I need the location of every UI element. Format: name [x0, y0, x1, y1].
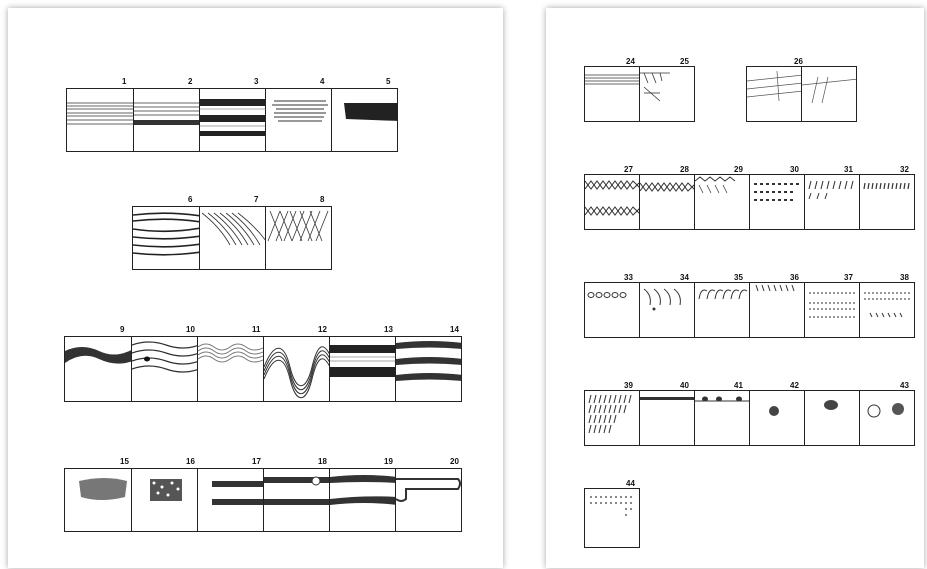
panel-label: 7: [254, 195, 259, 204]
panel-label: 6: [188, 195, 193, 204]
panel-43a: [804, 390, 860, 446]
panel-24: [584, 66, 640, 122]
panel-36: [749, 282, 805, 338]
panel-label: 25: [680, 57, 689, 66]
panel-20: [395, 468, 462, 532]
panel-42: [749, 390, 805, 446]
panel-26a: [746, 66, 802, 122]
panel-16: [131, 468, 198, 532]
figure-row-8: 39 40 41 42 43: [584, 381, 915, 452]
panel-9: [64, 336, 132, 402]
panel-43b: [859, 390, 915, 446]
panel-10: [131, 336, 198, 402]
panel-label: 12: [318, 325, 327, 334]
figure-row-4: 15 16 17 18 19 20: [64, 458, 469, 538]
panel-4: [265, 88, 332, 152]
panel-label: 19: [384, 457, 393, 466]
panel-3: [199, 88, 266, 152]
panel-34: [639, 282, 695, 338]
panel-label: 16: [186, 457, 195, 466]
panel-label: 37: [844, 273, 853, 282]
panel-label: 40: [680, 381, 689, 390]
panel-26b: [801, 66, 857, 122]
panel-label: 43: [900, 381, 909, 390]
panel-32: [859, 174, 915, 230]
panel-30: [749, 174, 805, 230]
figure-row-9: 44: [584, 480, 664, 555]
panel-label: 3: [254, 77, 259, 86]
panel-label: 42: [790, 381, 799, 390]
panel-label: 15: [120, 457, 129, 466]
panel-label: 4: [320, 77, 325, 86]
panel-15: [64, 468, 132, 532]
panel-33: [584, 282, 640, 338]
panel-label: 38: [900, 273, 909, 282]
panel-label: 17: [252, 457, 261, 466]
panel-label: 30: [790, 165, 799, 174]
panel-label: 44: [626, 479, 635, 488]
figure-row-1: 1 2 3 4 5: [66, 78, 406, 158]
panel-44: [584, 488, 640, 548]
panel-label: 18: [318, 457, 327, 466]
panel-label: 24: [626, 57, 635, 66]
panel-label: 1: [122, 77, 127, 86]
panel-label: 41: [734, 381, 743, 390]
panel-14: [395, 336, 462, 402]
figure-row-7: 33 34 35 36 37 38: [584, 273, 915, 344]
panel-6: [132, 206, 200, 270]
panel-40: [639, 390, 695, 446]
panel-13: [329, 336, 396, 402]
panel-7: [199, 206, 266, 270]
panel-label: 36: [790, 273, 799, 282]
panel-31: [804, 174, 860, 230]
panel-label: 10: [186, 325, 195, 334]
panel-label: 14: [450, 325, 459, 334]
panel-1: [66, 88, 134, 152]
panel-label: 28: [680, 165, 689, 174]
panel-label: 9: [120, 325, 125, 334]
panel-37: [804, 282, 860, 338]
figure-row-5: 24 25 26: [584, 58, 914, 128]
panel-29: [694, 174, 750, 230]
panel-19: [329, 468, 396, 532]
panel-41: [694, 390, 750, 446]
panel-label: 2: [188, 77, 193, 86]
panel-label: 11: [252, 325, 261, 334]
panel-8: [265, 206, 332, 270]
panel-12: [263, 336, 330, 402]
right-page: 24 25 26 27 28 29 30 31 32: [546, 8, 924, 568]
panel-2: [133, 88, 200, 152]
panel-label: 20: [450, 457, 459, 466]
panel-17: [197, 468, 264, 532]
left-page: 1 2 3 4 5 6 7 8: [8, 8, 503, 568]
panel-38: [859, 282, 915, 338]
panel-label: 29: [734, 165, 743, 174]
panel-label: 31: [844, 165, 853, 174]
panel-label: 27: [624, 165, 633, 174]
panel-18: [263, 468, 330, 532]
panel-label: 8: [320, 195, 325, 204]
panel-label: 32: [900, 165, 909, 174]
panel-label: 34: [680, 273, 689, 282]
panel-5: [331, 88, 398, 152]
panel-25: [639, 66, 695, 122]
panel-label: 35: [734, 273, 743, 282]
panel-39: [584, 390, 640, 446]
panel-label: 39: [624, 381, 633, 390]
panel-11: [197, 336, 264, 402]
panel-label: 26: [794, 57, 803, 66]
panel-label: 13: [384, 325, 393, 334]
panel-label: 5: [386, 77, 391, 86]
panel-27: [584, 174, 640, 230]
figure-row-3: 9 10 11 12 13 14: [64, 326, 469, 406]
panel-28: [639, 174, 695, 230]
figure-row-6: 27 28 29 30 31 32: [584, 165, 915, 236]
panel-35: [694, 282, 750, 338]
panel-label: 33: [624, 273, 633, 282]
figure-row-2: 6 7 8: [132, 196, 342, 276]
